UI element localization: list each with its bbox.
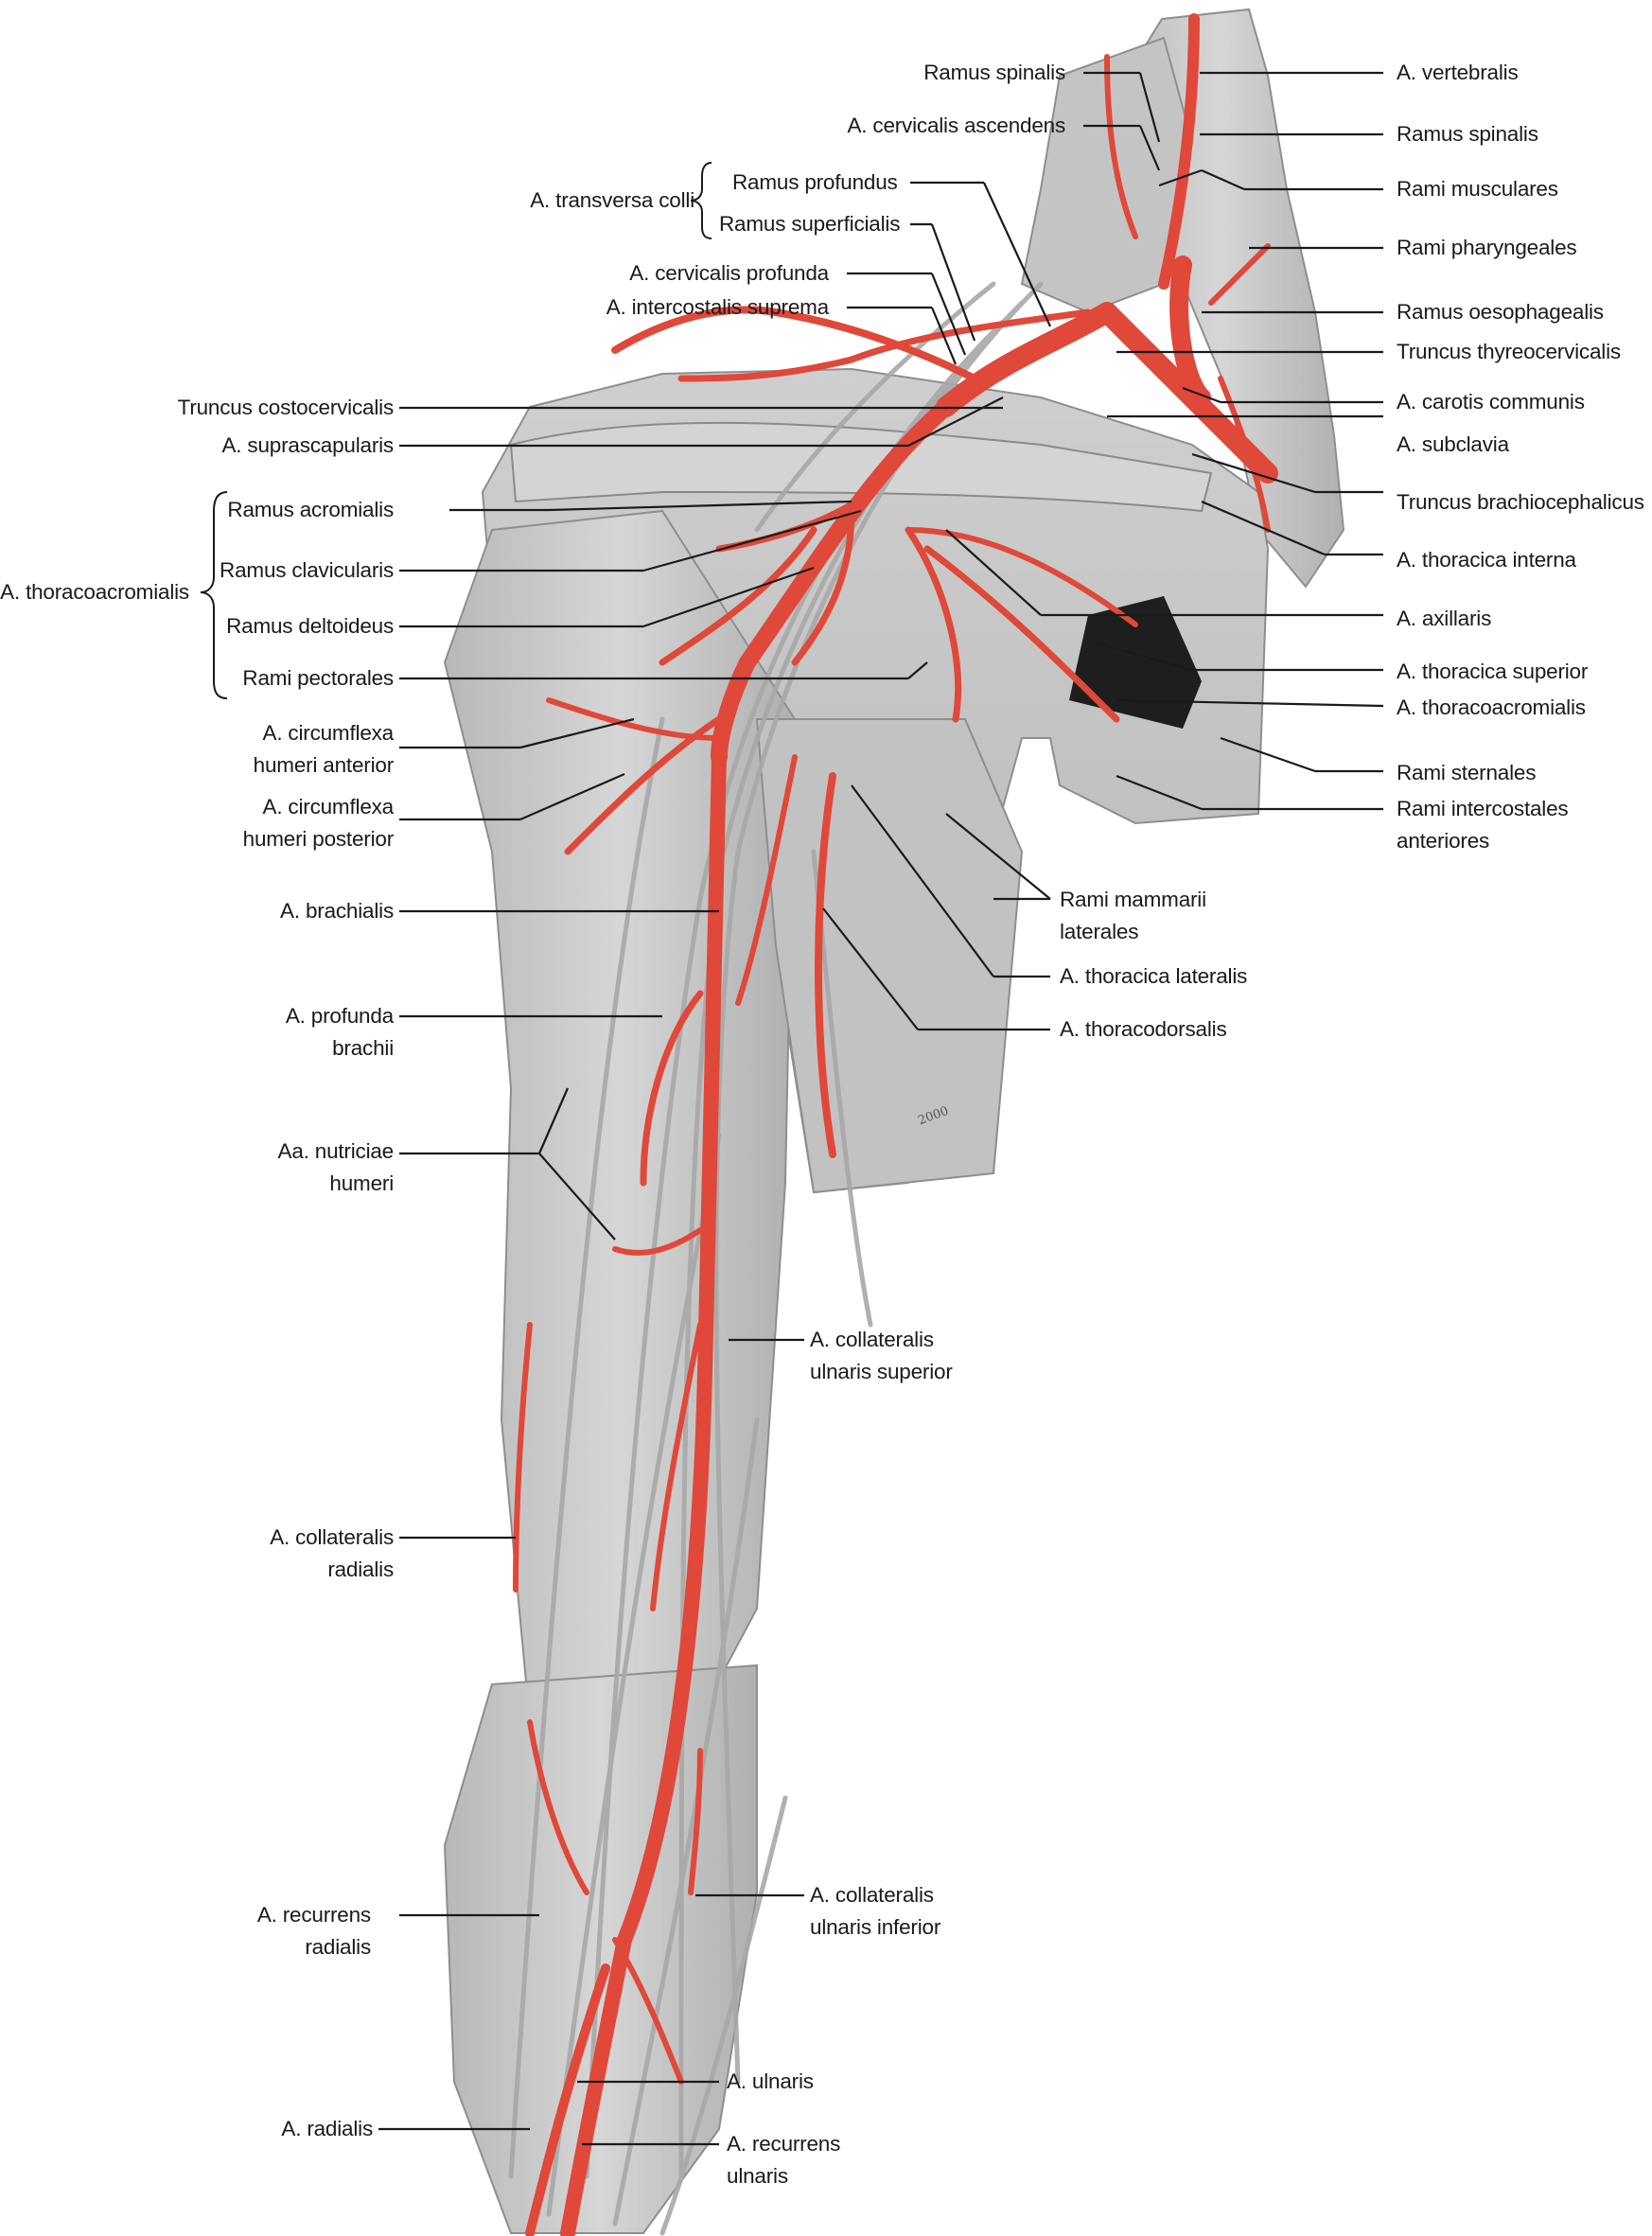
label-ramus-profundus: Ramus profundus: [732, 170, 898, 194]
label-ramus-spinalis-top: Ramus spinalis: [923, 61, 1065, 84]
label-a-profunda-brachii-2: brachii: [332, 1036, 394, 1060]
label-a-transversa-colli: A. transversa colli: [530, 188, 694, 212]
label-a-intercostalis-suprema: A. intercostalis suprema: [606, 295, 829, 319]
label-ramus-spinalis-right: Ramus spinalis: [1397, 122, 1538, 146]
label-rami-pharyngeales: Rami pharyngeales: [1397, 236, 1577, 259]
label-a-brachialis: A. brachialis: [280, 899, 394, 923]
label-a-radialis: A. radialis: [281, 2117, 373, 2140]
label-a-recurrens-ulnaris-1: A. recurrens: [727, 2132, 841, 2156]
label-rami-mammarii-laterales-2: laterales: [1060, 920, 1139, 943]
label-a-thoracica-interna: A. thoracica interna: [1397, 548, 1576, 572]
label-a-collateralis-ulnaris-inferior-2: ulnaris inferior: [810, 1915, 941, 1939]
label-rami-pectorales: Rami pectorales: [242, 666, 394, 690]
label-a-collateralis-radialis-2: radialis: [327, 1558, 394, 1581]
label-a-axillaris: A. axillaris: [1397, 607, 1492, 630]
label-rami-intercostales-anteriores-2: anteriores: [1397, 829, 1490, 853]
a-brachialis-vessel: [560, 749, 727, 2236]
thoracic-window: [1069, 596, 1202, 729]
label-a-carotis-communis: A. carotis communis: [1397, 390, 1585, 414]
label-a-circumflexa-humeri-anterior-2: humeri anterior: [253, 753, 395, 777]
label-a-circumflexa-humeri-anterior-1: A. circumflexa: [262, 721, 395, 745]
label-a-ulnaris: A. ulnaris: [727, 2069, 814, 2093]
label-ramus-deltoideus: Ramus deltoideus: [226, 614, 394, 638]
label-a-cervicalis-ascendens: A. cervicalis ascendens: [847, 114, 1065, 137]
label-a-circumflexa-humeri-posterior-1: A. circumflexa: [262, 795, 395, 819]
arteries: [513, 13, 1278, 2236]
label-a-recurrens-radialis-1: A. recurrens: [256, 1903, 371, 1927]
label-a-thoracoacromialis-group: A. thoracoacromialis: [0, 580, 189, 604]
label-a-collateralis-ulnaris-superior-1: A. collateralis: [810, 1328, 934, 1351]
a-radialis-vessel: [525, 1963, 610, 2236]
label-ramus-oesophagealis: Ramus oesophagealis: [1397, 300, 1604, 324]
a-axillaris-vessel: [711, 398, 955, 766]
label-a-collateralis-radialis-1: A. collateralis: [270, 1525, 394, 1549]
group-braces: [200, 162, 712, 699]
label-a-recurrens-ulnaris-2: ulnaris: [727, 2164, 788, 2188]
label-aa-nutriciae-humeri-1: Aa. nutriciae: [277, 1139, 395, 1163]
upper-arm: [443, 509, 797, 1752]
a-vertebralis-vessel: [1158, 13, 1200, 290]
label-a-circumflexa-humeri-posterior-2: humeri posterior: [242, 827, 395, 851]
label-a-collateralis-ulnaris-inferior-1: A. collateralis: [810, 1883, 934, 1907]
label-a-vertebralis: A. vertebralis: [1397, 61, 1519, 84]
label-truncus-brachiocephalicus: Truncus brachiocephalicus: [1397, 490, 1644, 514]
label-a-profunda-brachii-1: A. profunda: [285, 1004, 394, 1028]
label-a-thoracica-superior: A. thoracica superior: [1397, 660, 1589, 683]
label-truncus-costocervicalis: Truncus costocervicalis: [177, 396, 395, 419]
label-rami-musculares: Rami musculares: [1397, 177, 1558, 201]
label-aa-nutriciae-humeri-2: humeri: [329, 1171, 394, 1195]
label-rami-mammarii-laterales-1: Rami mammarii: [1060, 888, 1206, 911]
a-carotis-vessel: [1169, 255, 1211, 407]
label-a-subclavia: A. subclavia: [1397, 432, 1509, 456]
label-a-thoracica-lateralis: A. thoracica lateralis: [1060, 964, 1248, 988]
label-rami-sternales: Rami sternales: [1397, 761, 1537, 784]
label-a-recurrens-radialis-2: radialis: [305, 1935, 371, 1959]
label-rami-intercostales-anteriores-1: Rami intercostales: [1397, 797, 1569, 820]
label-ramus-superficialis: Ramus superficialis: [719, 212, 901, 236]
label-a-thoracoacromialis-right: A. thoracoacromialis: [1397, 695, 1586, 719]
label-a-suprascapularis: A. suprascapularis: [221, 433, 395, 457]
label-a-thoracodorsalis: A. thoracodorsalis: [1060, 1017, 1227, 1041]
scapular-region: [755, 718, 1024, 1194]
label-ramus-acromialis: Ramus acromialis: [227, 498, 394, 521]
leader-lines: [378, 71, 1384, 2146]
label-a-cervicalis-profunda: A. cervicalis profunda: [629, 261, 829, 285]
label-truncus-thyreocervicalis: Truncus thyreocervicalis: [1397, 340, 1621, 363]
label-a-collateralis-ulnaris-superior-2: ulnaris superior: [810, 1360, 953, 1383]
a-subclavia-vessel: [936, 302, 1278, 484]
label-ramus-clavicularis: Ramus clavicularis: [220, 558, 394, 582]
